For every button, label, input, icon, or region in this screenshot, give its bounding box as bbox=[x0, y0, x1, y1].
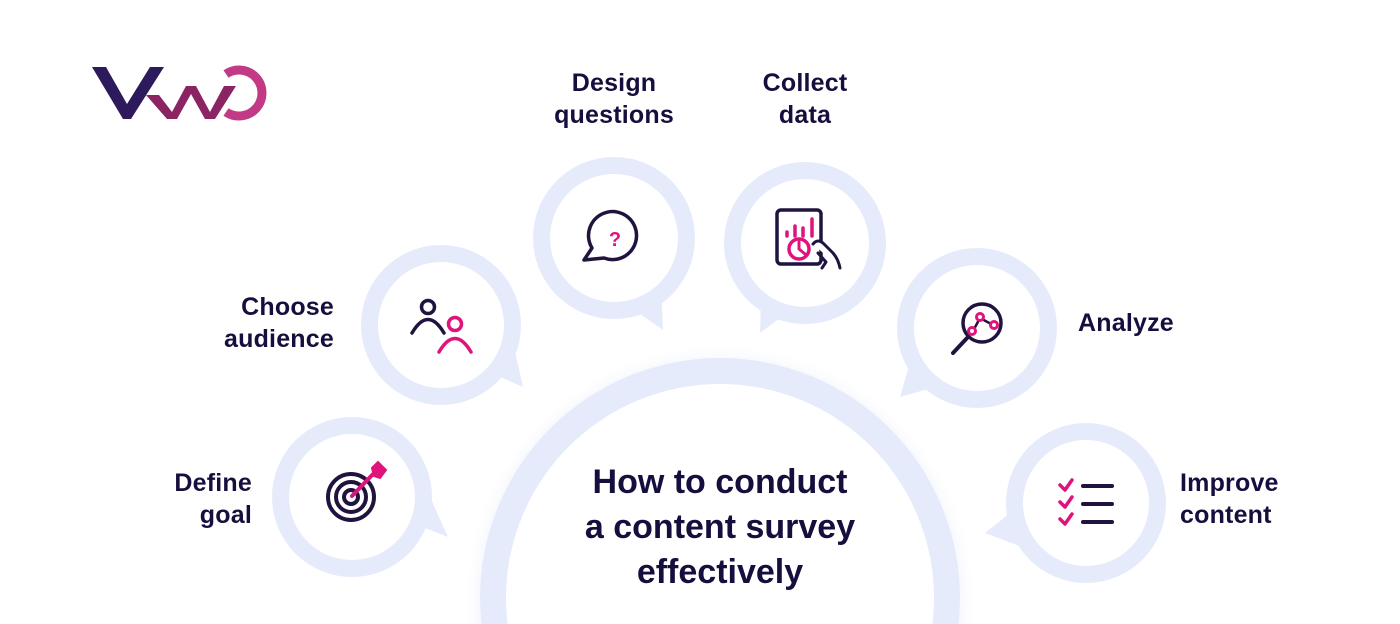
diagram-title: How to conduct a content survey effectiv… bbox=[520, 460, 920, 595]
label-line: questions bbox=[554, 101, 674, 129]
label-line: Define bbox=[174, 469, 252, 497]
question-bubble-icon: ? bbox=[582, 209, 639, 262]
label-line: audience bbox=[224, 325, 334, 353]
label-line: Design bbox=[571, 69, 657, 97]
title-line: effectively bbox=[636, 553, 804, 591]
label-line: Improve bbox=[1180, 469, 1279, 497]
svg-text:?: ? bbox=[609, 229, 621, 251]
vwo-logo bbox=[92, 65, 267, 121]
magnifier-chart-icon bbox=[951, 302, 1003, 355]
bubble-collect-data bbox=[724, 162, 886, 333]
title-line: How to conduct bbox=[592, 463, 848, 501]
label-improve-content: Improve content bbox=[1180, 467, 1340, 531]
label-line: Analyze bbox=[1078, 309, 1174, 337]
bubble-improve-content bbox=[985, 423, 1166, 583]
label-line: goal bbox=[199, 501, 252, 529]
checklist-icon bbox=[1058, 478, 1114, 526]
bubble-analyze bbox=[897, 248, 1057, 408]
bubble-choose-audience bbox=[361, 245, 523, 405]
bubble-design-questions bbox=[533, 157, 695, 330]
label-choose-audience: Choose audience bbox=[180, 291, 334, 355]
label-line: data bbox=[778, 101, 832, 129]
central-circle bbox=[476, 356, 964, 624]
label-define-goal: Define goal bbox=[150, 467, 252, 531]
title-line: a content survey bbox=[584, 508, 856, 546]
label-line: Collect bbox=[762, 69, 848, 97]
label-analyze: Analyze bbox=[1078, 307, 1238, 339]
target-dart-icon bbox=[326, 460, 388, 522]
label-collect-data: Collect data bbox=[735, 67, 875, 131]
label-design-questions: Design questions bbox=[534, 67, 694, 131]
label-line: Choose bbox=[241, 293, 334, 321]
report-hand-icon bbox=[775, 208, 842, 270]
people-icon bbox=[410, 298, 473, 354]
label-line: content bbox=[1180, 501, 1272, 529]
